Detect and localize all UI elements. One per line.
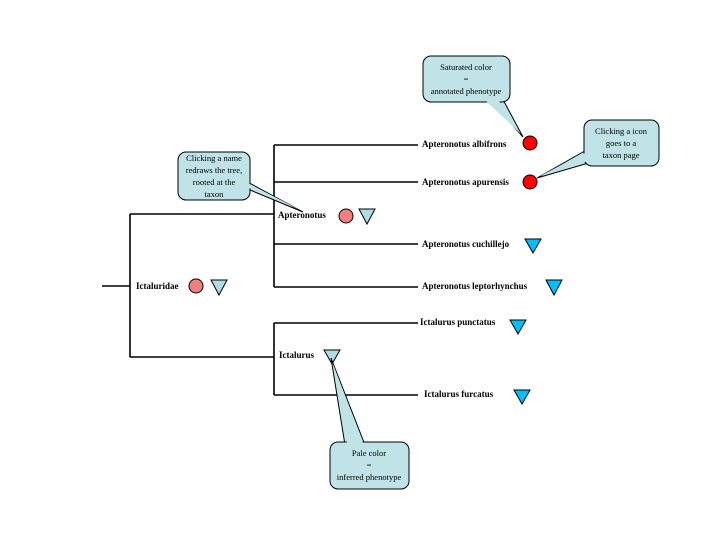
taxon-name-ictalurus-punctatus[interactable]: Ictalurus punctatus bbox=[420, 317, 496, 327]
phenotype-triangle-icon[interactable] bbox=[358, 208, 376, 226]
phenotype-triangle-icon[interactable] bbox=[210, 279, 228, 297]
callout-line: Saturated color bbox=[440, 62, 492, 72]
callout-line: taxon page bbox=[602, 150, 639, 160]
callout-clicking-icon: Clicking a icon goes to a taxon page bbox=[536, 119, 660, 179]
callout-line: Clicking a name bbox=[186, 153, 242, 163]
callout-pale-color: Pale color = inferred phenotype bbox=[329, 357, 410, 490]
callout-line: Pale color bbox=[352, 448, 386, 458]
callout-line: taxon bbox=[205, 189, 225, 199]
callout-line: redraws the tree, bbox=[186, 165, 242, 175]
callout-saturated-color: Saturated color = annotated phenotype bbox=[422, 55, 524, 138]
taxon-name-apteronotus-apurensis[interactable]: Apteronotus apurensis bbox=[422, 177, 509, 187]
phenotype-circle-icon[interactable] bbox=[522, 174, 538, 190]
taxon-name-apteronotus-leptorhynchus[interactable]: Apteronotus leptorhynchus bbox=[422, 281, 528, 291]
callout-line: annotated phenotype bbox=[431, 86, 502, 96]
callout-line: rooted at the bbox=[193, 177, 236, 187]
callout-line: Clicking a icon bbox=[595, 126, 648, 136]
callout-box bbox=[177, 151, 251, 201]
callout-line: = bbox=[464, 74, 469, 84]
callout-clicking-name: Clicking a name redraws the tree, rooted… bbox=[177, 151, 304, 213]
phenotype-circle-icon[interactable] bbox=[188, 278, 204, 294]
taxon-name-apteronotus[interactable]: Apteronotus bbox=[278, 210, 326, 220]
callout-box bbox=[329, 441, 410, 490]
taxon-name-ictalurus[interactable]: Ictalurus bbox=[279, 350, 315, 360]
callout-box bbox=[422, 55, 511, 103]
callout-box bbox=[583, 119, 660, 167]
phenotype-triangle-icon[interactable] bbox=[513, 389, 531, 406]
phenotype-circle-icon[interactable] bbox=[338, 208, 354, 224]
callout-line: goes to a bbox=[606, 138, 636, 148]
taxon-name-ictaluridae[interactable]: Ictaluridae bbox=[136, 281, 179, 291]
callout-line: inferred phenotype bbox=[337, 472, 402, 482]
phenotype-triangle-icon[interactable] bbox=[524, 238, 542, 255]
taxon-name-apteronotus-cuchillejo[interactable]: Apteronotus cuchillejo bbox=[422, 239, 510, 249]
phenotype-triangle-icon[interactable] bbox=[509, 319, 527, 336]
phenotype-triangle-icon[interactable] bbox=[545, 279, 563, 297]
tree-branches bbox=[102, 144, 418, 396]
taxon-name-ictalurus-furcatus[interactable]: Ictalurus furcatus bbox=[424, 389, 494, 399]
phenotype-circle-icon[interactable] bbox=[522, 135, 538, 151]
phenotype-triangle-icon[interactable] bbox=[323, 349, 341, 366]
taxon-name-apteronotus-albifrons[interactable]: Apteronotus albifrons bbox=[422, 139, 507, 149]
callout-line: = bbox=[367, 460, 372, 470]
